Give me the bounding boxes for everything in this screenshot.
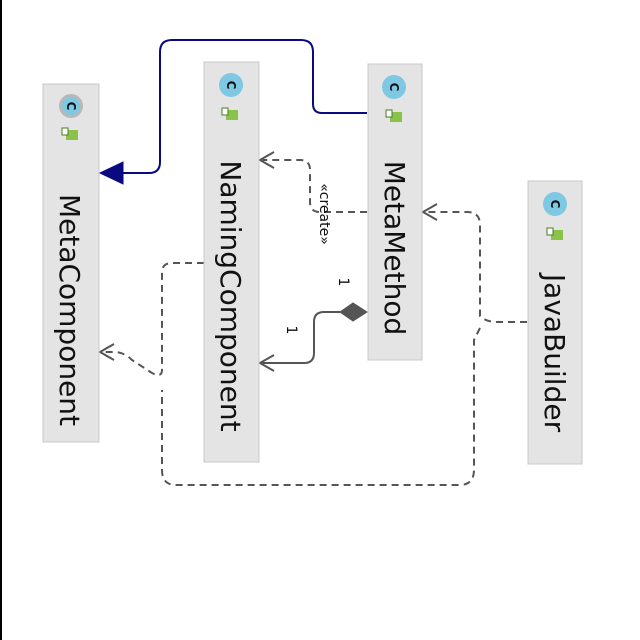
class-namingcomponent[interactable]: C NamingComponent bbox=[203, 61, 260, 463]
class-name: JavaBuilder bbox=[538, 272, 571, 433]
class-badge-icon bbox=[382, 75, 406, 99]
class-badge-icon bbox=[219, 73, 243, 97]
rel-metamethod-creates-namingcomponent: «create» bbox=[257, 151, 367, 245]
package-icon bbox=[221, 107, 238, 120]
class-name: MetaComponent bbox=[53, 194, 86, 426]
rel-metamethod-composes-namingcomponent: 1 1 bbox=[257, 278, 368, 372]
generalization-arrowhead bbox=[98, 161, 124, 185]
composition-target-multiplicity: 1 bbox=[283, 326, 299, 335]
rel-javabuilder-uses-metamethod bbox=[161, 203, 527, 486]
create-stereotype-label: «create» bbox=[316, 183, 332, 245]
class-badge-letter: C bbox=[224, 81, 238, 90]
class-badge-letter: C bbox=[387, 83, 401, 92]
composition-diamond bbox=[339, 302, 368, 322]
class-badge-icon bbox=[543, 192, 567, 216]
rel-metamethod-extends-metacomponent bbox=[98, 39, 367, 185]
package-icon bbox=[546, 227, 563, 240]
class-badge-letter: C bbox=[64, 102, 78, 111]
class-name: MetaMethod bbox=[378, 161, 411, 336]
package-icon bbox=[385, 109, 402, 122]
class-badge-letter: C bbox=[548, 200, 562, 209]
class-metacomponent[interactable]: C MetaComponent bbox=[42, 83, 100, 443]
rel-namingcomponent-realizes-metacomponent bbox=[97, 262, 204, 376]
class-metamethod[interactable]: C MetaMethod bbox=[367, 63, 423, 361]
package-icon bbox=[61, 127, 78, 140]
composition-source-multiplicity: 1 bbox=[335, 278, 351, 287]
class-javabuilder[interactable]: C JavaBuilder bbox=[527, 180, 583, 465]
class-name: NamingComponent bbox=[214, 160, 247, 431]
